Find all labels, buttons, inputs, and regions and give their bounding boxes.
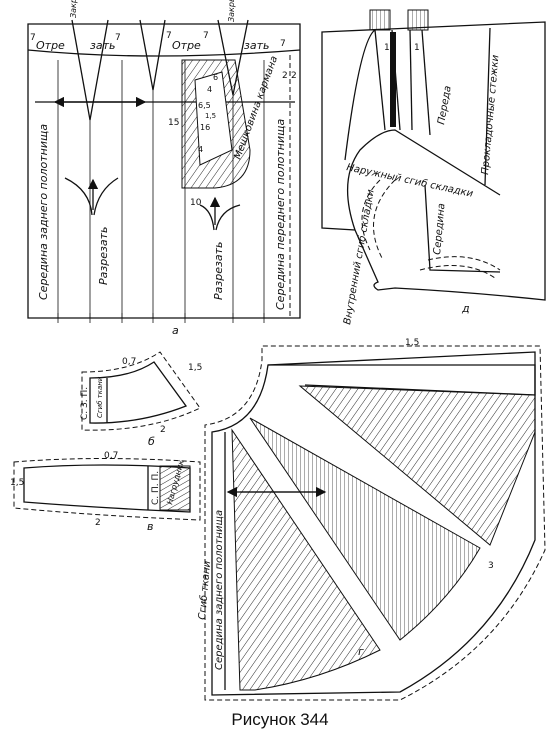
label-basting: Прокладочные стежки: [480, 54, 501, 175]
pocket-num-15b: 1,5: [205, 112, 216, 120]
panel-g-num-3: 3: [488, 561, 494, 571]
num7-3: 7: [166, 31, 172, 41]
panel-v-vert-1: С. П. П.: [151, 471, 161, 505]
num2-1: 2: [282, 71, 288, 81]
num2-2: 2: [291, 71, 297, 81]
panel-d: Наружный сгиб складки Внутренний сгиб ск…: [321, 9, 546, 326]
pocket-num-65: 6,5: [198, 101, 211, 110]
panel-g-vert-1: Сгиб ткани: [196, 560, 213, 620]
panel-b-num-07: 0,7: [122, 357, 136, 367]
zakryt-1: Закрыть: [69, 0, 78, 18]
num7-2: 7: [115, 33, 121, 43]
panel-b-letter: б: [148, 435, 155, 448]
top-label-4: зать: [244, 39, 269, 52]
zakryt-2: Закрыть: [227, 0, 236, 22]
pocket-num-10: 10: [190, 198, 202, 208]
panel-g-letter: г: [358, 645, 364, 658]
top-label-1: Отре: [36, 39, 65, 52]
figure-caption: Рисунок 344: [231, 710, 329, 729]
label-front-center: Середина переднего полотнища: [274, 119, 287, 310]
panel-v-num-15: 1,5: [10, 478, 24, 488]
panel-v: С. П. П. Нагрудник 0,7 1,5 2 в: [10, 451, 201, 533]
label-cut-2: Разрезать: [212, 242, 225, 300]
panel-g-num-15: 1,5: [405, 338, 419, 348]
panel-b-vert-2: Сгиб ткани: [96, 376, 104, 418]
panel-g: Сгиб ткани Середина заднего полотнища 1,…: [196, 338, 546, 701]
panel-a-letter: а: [172, 324, 179, 337]
label-middle: Середина: [432, 203, 447, 255]
pocket-num-15: 15: [168, 118, 179, 128]
pocket-num-4a: 4: [207, 85, 212, 94]
label-inner-fold: Внутренний сгиб складки: [341, 188, 377, 325]
panel-d-letter: д: [461, 302, 470, 315]
panel-v-num-07: 0,7: [104, 451, 118, 461]
top-label-2: зать: [90, 39, 115, 52]
label-back-center: Середина заднего полотнища: [37, 124, 50, 300]
panel-b: С. З. П. Сгиб ткани 0,7 1,5 2 б: [80, 351, 202, 448]
panel-g-vert-2: Середина заднего полотнища: [214, 510, 225, 670]
label-front: Переда: [436, 85, 454, 126]
panel-d-num-1b: 1: [414, 43, 420, 53]
num7-5: 7: [280, 39, 286, 49]
panel-a: Отре зать Отре зать Закрыть Закрыть 7 7 …: [27, 0, 301, 337]
panel-b-num-2: 2: [160, 425, 166, 435]
pocket-num-6a: 6: [213, 73, 218, 82]
panel-v-letter: в: [147, 520, 153, 533]
panel-b-num-15: 1,5: [188, 363, 202, 373]
pocket-num-4b: 4: [198, 145, 203, 154]
top-label-3: Отре: [172, 39, 201, 52]
num7-1: 7: [30, 33, 36, 43]
num7-4: 7: [203, 31, 209, 41]
panel-d-num-1a: 1: [384, 43, 390, 53]
panel-v-num-2: 2: [95, 518, 101, 528]
label-cut-1: Разрезать: [97, 227, 110, 285]
pocket-num-16: 16: [200, 123, 210, 132]
panel-b-vert-1: С. З. П.: [80, 387, 90, 420]
